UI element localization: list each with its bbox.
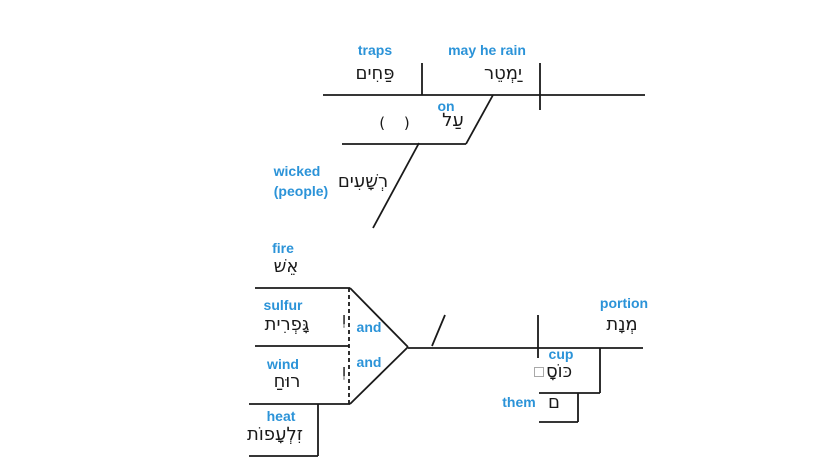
heat-gloss: heat xyxy=(266,408,296,424)
wicked-hebrew: רְשָׁעִים xyxy=(337,171,389,192)
preposition-slant xyxy=(465,94,494,145)
vav-conjunction-1-hebrew: וְ xyxy=(341,309,347,328)
fire-gloss: fire xyxy=(272,240,294,256)
them-gloss: them xyxy=(502,394,536,410)
heat-hebrew: זִלְעָפוֹת xyxy=(247,424,303,445)
traps-hebrew: פַּחִים xyxy=(355,63,395,84)
elided-noun-parentheses: ( ) xyxy=(379,114,417,132)
cup-hebrew: כּוֹסָ xyxy=(546,361,573,382)
and-gloss-2: and xyxy=(356,354,382,370)
wind-gloss: wind xyxy=(267,356,299,372)
sulfur-hebrew: גָּפְרִית xyxy=(264,314,310,335)
preposition-hebrew: עַל xyxy=(442,110,464,131)
suffix-placeholder-box xyxy=(534,366,544,377)
preposition-gloss: on xyxy=(437,98,455,114)
wicked-gloss-line1: wicked xyxy=(273,163,321,179)
wicked-gloss-line2: (people) xyxy=(273,183,329,199)
verb-gloss: may he rain xyxy=(448,42,526,58)
cup-gloss: cup xyxy=(548,346,574,362)
vav-conjunction-2-hebrew: וְ xyxy=(341,361,347,380)
fork-bottom-slant xyxy=(349,346,409,405)
predicate-slash-divider xyxy=(431,314,446,347)
verb-hebrew: יַמְטֵר xyxy=(483,63,523,84)
portion-gloss: portion xyxy=(599,295,649,311)
wind-hebrew: רוּחַ xyxy=(273,371,301,392)
traps-gloss: traps xyxy=(357,42,393,58)
fork-top-slant xyxy=(349,287,409,348)
and-gloss-1: and xyxy=(356,319,382,335)
fire-hebrew: אֵשׁ xyxy=(273,256,299,277)
suffix-mem-hebrew: ם xyxy=(548,392,560,413)
sulfur-gloss: sulfur xyxy=(263,297,303,313)
cup-word-row: כּוֹסָ xyxy=(534,361,572,382)
adjective-slant xyxy=(372,142,420,229)
portion-hebrew: מְנָת xyxy=(606,314,638,335)
